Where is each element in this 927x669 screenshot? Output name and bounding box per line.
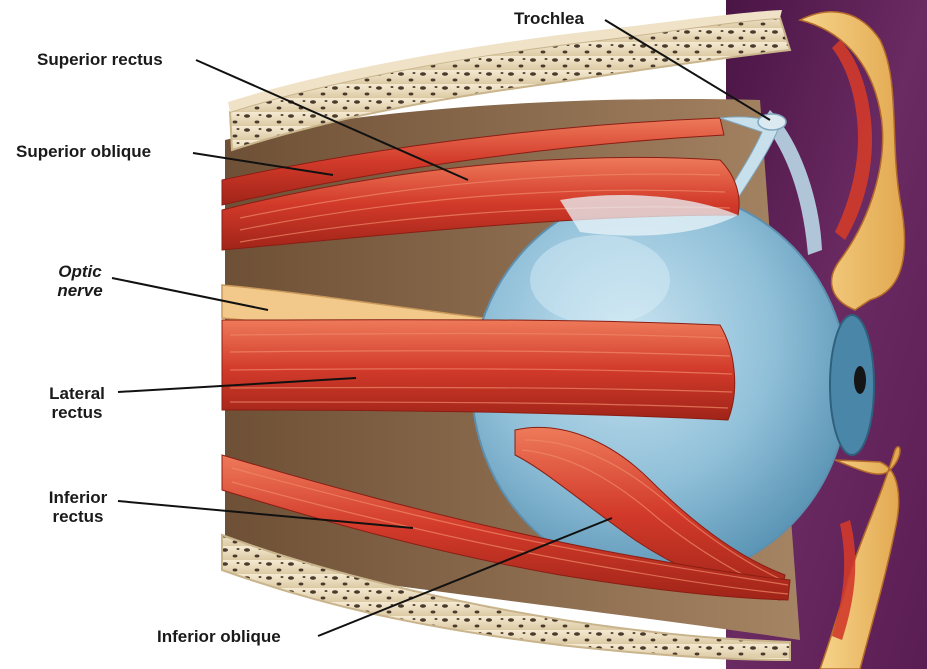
eyeball-highlight xyxy=(530,235,670,325)
label-lateral-rectus: Lateral rectus xyxy=(38,384,116,422)
label-superior-rectus: Superior rectus xyxy=(37,50,163,69)
label-lateral-rectus-line2: rectus xyxy=(38,403,116,422)
label-trochlea: Trochlea xyxy=(514,9,584,28)
label-inferior-rectus: Inferior rectus xyxy=(38,488,118,526)
cornea xyxy=(830,315,874,455)
label-optic-nerve-line2: nerve xyxy=(44,281,116,300)
label-lateral-rectus-line1: Lateral xyxy=(38,384,116,403)
label-inferior-oblique: Inferior oblique xyxy=(157,627,281,646)
pupil xyxy=(854,366,866,394)
label-inferior-rectus-line2: rectus xyxy=(38,507,118,526)
label-superior-oblique: Superior oblique xyxy=(16,142,151,161)
label-optic-nerve-line1: Optic xyxy=(44,262,116,281)
label-optic-nerve: Optic nerve xyxy=(44,262,116,300)
label-inferior-rectus-line1: Inferior xyxy=(38,488,118,507)
